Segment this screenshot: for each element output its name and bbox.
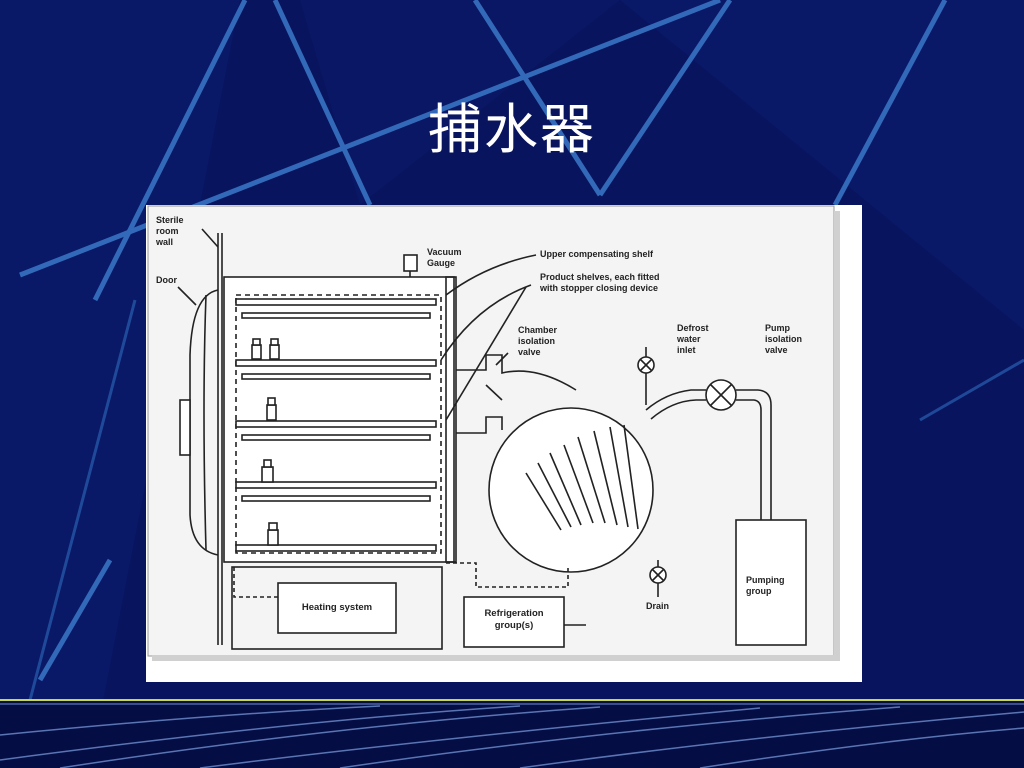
label-pumping-group-1: Pumping: [746, 575, 785, 585]
label-pumping-group-2: group: [746, 586, 772, 596]
freeze-dryer-diagram: Sterile room wall Door Vacuum Gauge Uppe…: [146, 205, 862, 682]
label-defrost-3: inlet: [677, 345, 696, 355]
drying-chamber: [223, 276, 455, 563]
product-shelves: [235, 298, 437, 552]
label-sterile-wall-3: wall: [155, 237, 173, 247]
label-refrigeration-2: group(s): [495, 620, 534, 631]
condenser-vessel: [488, 407, 654, 573]
chamber-isolation-valve: [456, 354, 577, 391]
condenser-coils: [525, 424, 639, 531]
label-sterile-wall-2: room: [156, 226, 179, 236]
label-vacuum-gauge-2: Gauge: [427, 258, 455, 268]
product-vials: [251, 338, 280, 546]
label-drain: Drain: [646, 601, 669, 611]
label-defrost-1: Defrost: [677, 323, 709, 333]
heating-system-enclosure: [231, 566, 443, 650]
label-heating-system: Heating system: [302, 602, 372, 613]
label-chamber-valve-3: valve: [518, 347, 541, 357]
label-vacuum-gauge-1: Vacuum: [427, 247, 462, 257]
label-sterile-wall-1: Sterile: [156, 215, 184, 225]
refrigeration-box: [463, 596, 565, 648]
label-door: Door: [156, 275, 177, 285]
slide-title: 捕水器: [428, 98, 596, 161]
label-refrigeration-1: Refrigeration: [484, 608, 543, 619]
label-product-shelves-2: with stopper closing device: [539, 283, 658, 293]
label-defrost-2: water: [676, 334, 701, 344]
label-upper-shelf: Upper compensating shelf: [540, 249, 654, 259]
label-product-shelves-1: Product shelves, each fitted: [540, 272, 660, 282]
vacuum-gauge: [403, 254, 418, 272]
label-chamber-valve-2: isolation: [518, 336, 555, 346]
pumping-group-box: [735, 519, 807, 646]
label-chamber-valve-1: Chamber: [518, 325, 558, 335]
label-pump-valve-2: isolation: [765, 334, 802, 344]
label-pump-valve-3: valve: [765, 345, 788, 355]
label-pump-valve-1: Pump: [765, 323, 791, 333]
